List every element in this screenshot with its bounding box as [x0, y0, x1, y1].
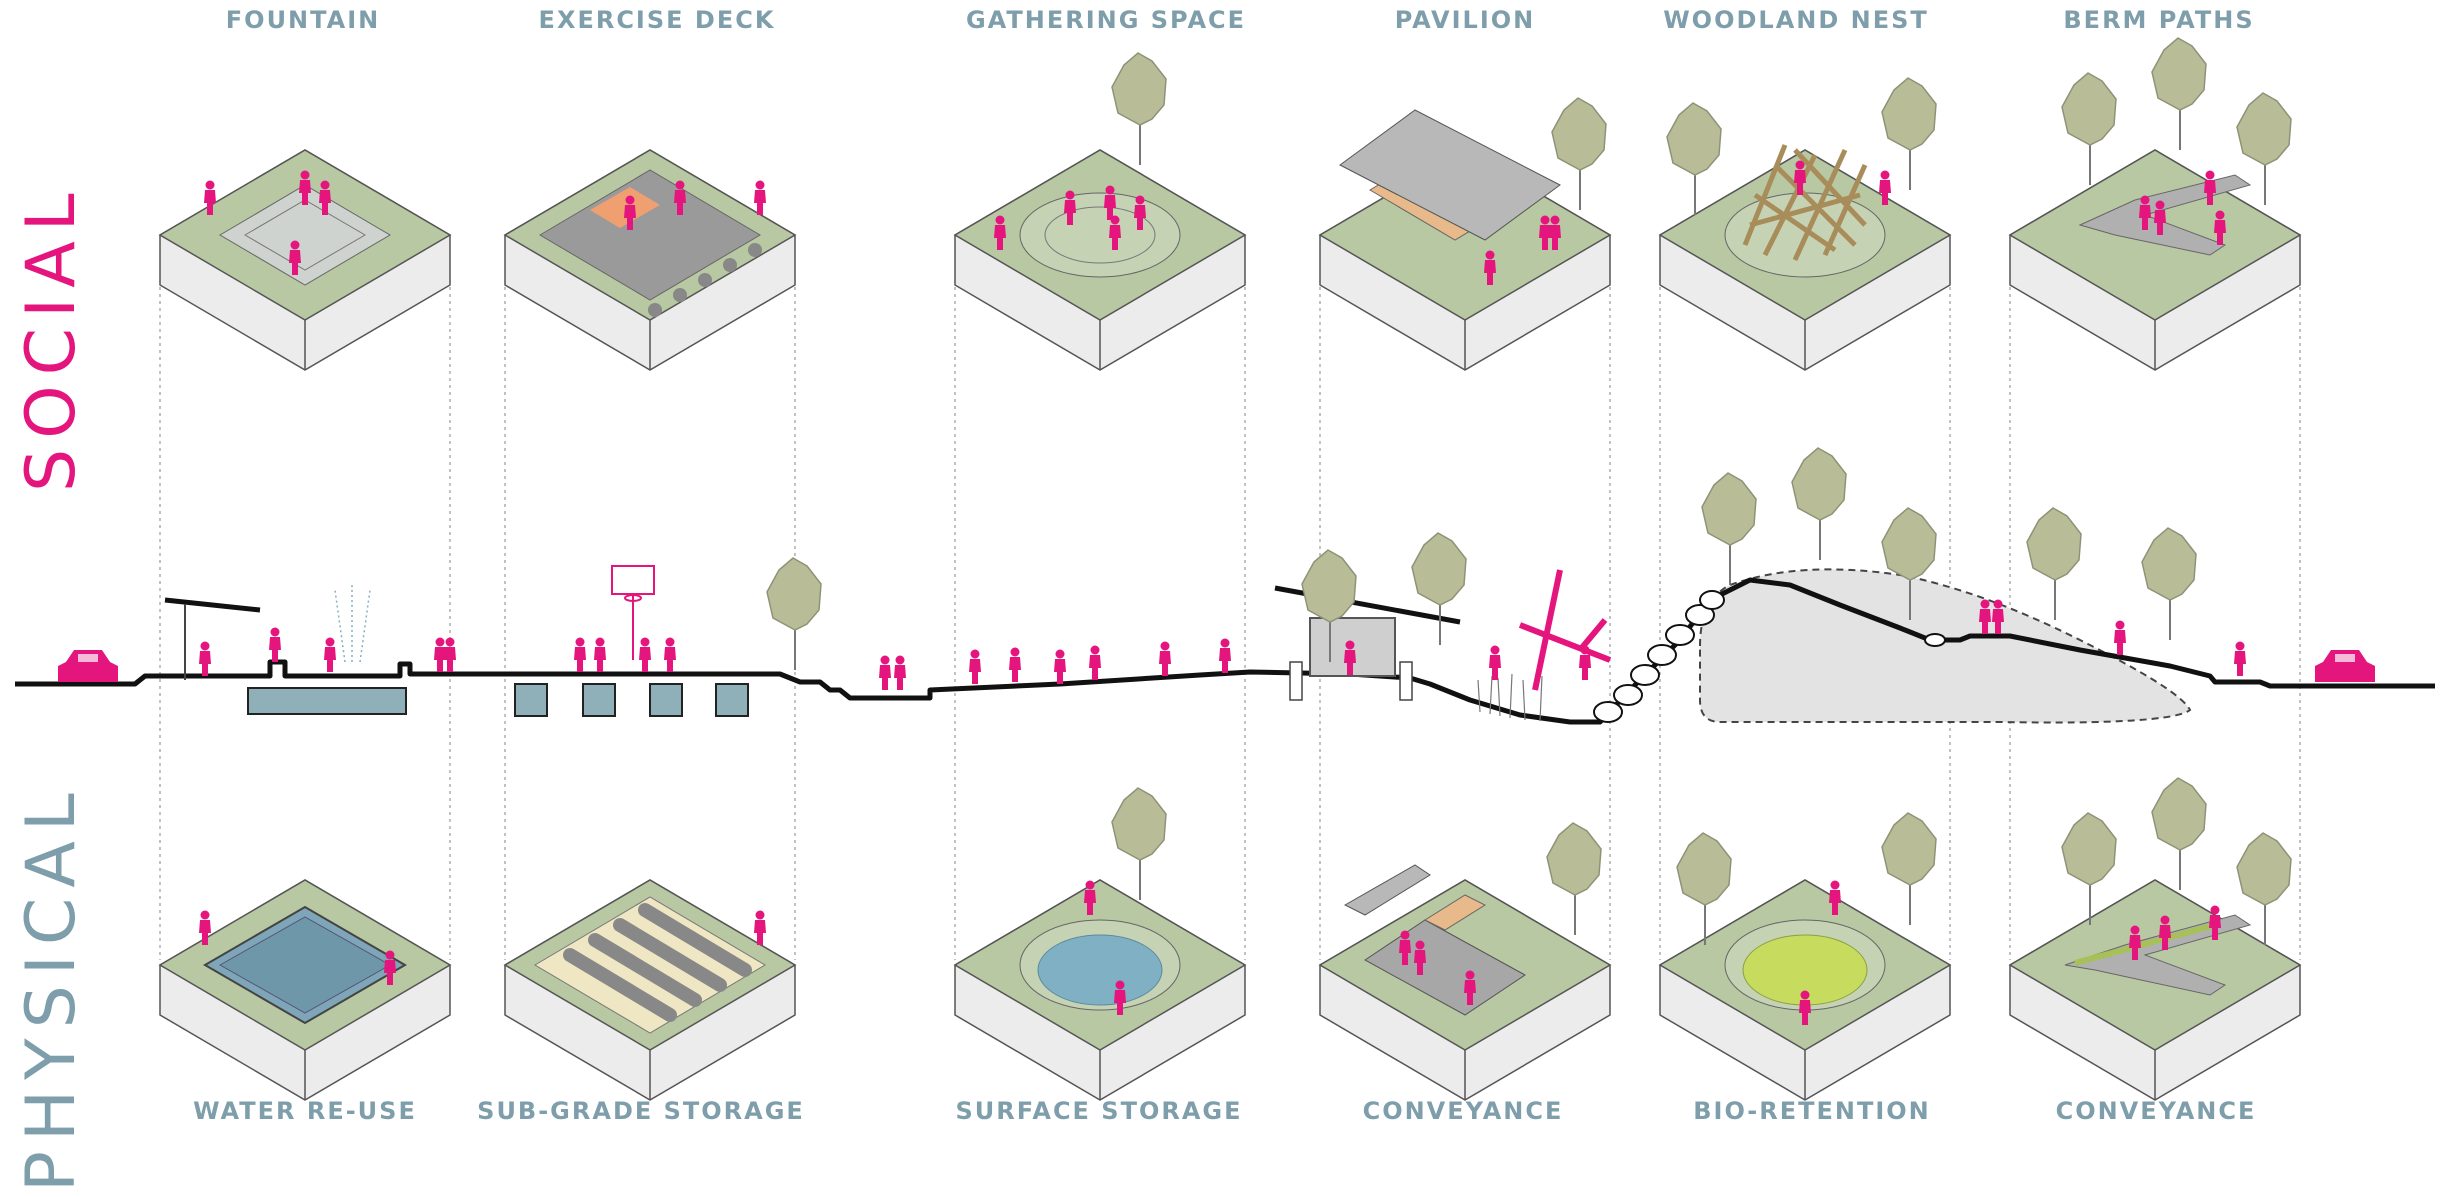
label-sub-grade-storage: SUB-GRADE STORAGE [477, 1097, 805, 1125]
label-woodland-nest: WOODLAND NEST [1663, 6, 1929, 34]
exercise-deck-block [503, 149, 797, 371]
sub-grade-storage-block [503, 879, 797, 1101]
conveyance-block-2 [2008, 777, 2302, 1101]
label-exercise-deck: EXERCISE DECK [538, 6, 776, 34]
fountain-block [158, 149, 452, 371]
bio-retention-block [1658, 812, 1952, 1101]
berm-paths-block [2008, 37, 2302, 371]
label-fountain: FOUNTAIN [225, 6, 381, 34]
physical-blocks [158, 777, 2302, 1101]
social-title: SOCIAL [12, 183, 91, 492]
label-pavilion: PAVILION [1394, 6, 1536, 34]
social-blocks [158, 37, 2302, 371]
guide-lines [159, 280, 2301, 960]
label-berm-paths: BERM PATHS [2063, 6, 2255, 34]
label-gathering-space: GATHERING SPACE [965, 6, 1247, 34]
label-water-reuse: WATER RE-USE [193, 1097, 417, 1125]
woodland-nest-block [1658, 77, 1952, 371]
label-bio-retention: BIO-RETENTION [1693, 1097, 1931, 1125]
conveyance-block-1 [1318, 822, 1612, 1101]
gathering-space-block [953, 52, 1247, 371]
site-section [15, 447, 2435, 725]
label-conveyance-1: CONVEYANCE [1362, 1097, 1564, 1125]
pavilion-block [1318, 97, 1612, 371]
physical-title: PHYSICAL [12, 783, 91, 1192]
basketball-hoop [611, 565, 655, 660]
label-surface-storage: SURFACE STORAGE [955, 1097, 1243, 1125]
surface-storage-block [953, 787, 1247, 1101]
water-reuse-block [158, 879, 452, 1101]
label-conveyance-2: CONVEYANCE [2055, 1097, 2257, 1125]
